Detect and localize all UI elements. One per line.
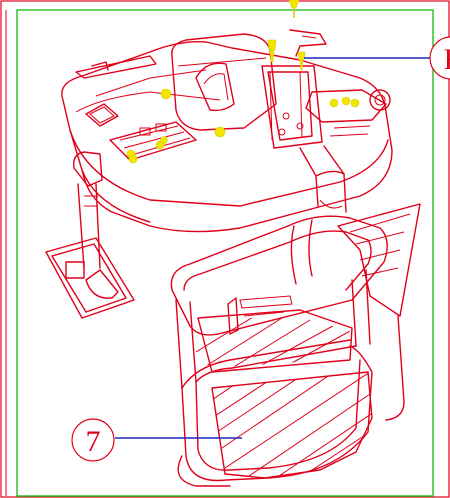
- marker-dot: [128, 154, 138, 164]
- callout-f-label: F: [444, 43, 450, 76]
- callout-7: 7: [71, 418, 115, 462]
- marker-dot: [160, 88, 172, 100]
- seat-frame: [170, 203, 421, 487]
- mounting-bracket: [261, 65, 347, 213]
- marker-dot: [341, 96, 351, 106]
- left-column: [45, 151, 135, 319]
- callout-7-label: 7: [86, 425, 101, 458]
- marker-dot: [329, 98, 339, 108]
- marker-pin: [299, 59, 304, 71]
- yellow-markers: [126, 0, 360, 164]
- central-block: [75, 29, 327, 131]
- marker-dot: [350, 98, 360, 108]
- inner-frame: [16, 9, 434, 497]
- callout-7-circle: [71, 418, 115, 462]
- marker-pin: [267, 39, 277, 51]
- callout-f: F: [429, 36, 450, 80]
- machine-body: [61, 41, 393, 233]
- marker-dot: [214, 126, 226, 138]
- marker-pin: [297, 51, 306, 61]
- marker-dot: [160, 136, 168, 144]
- marker-pin: [288, 0, 300, 9]
- callout-f-circle: [429, 36, 450, 80]
- marker-pin: [269, 49, 275, 63]
- upper-hatch: [196, 316, 352, 368]
